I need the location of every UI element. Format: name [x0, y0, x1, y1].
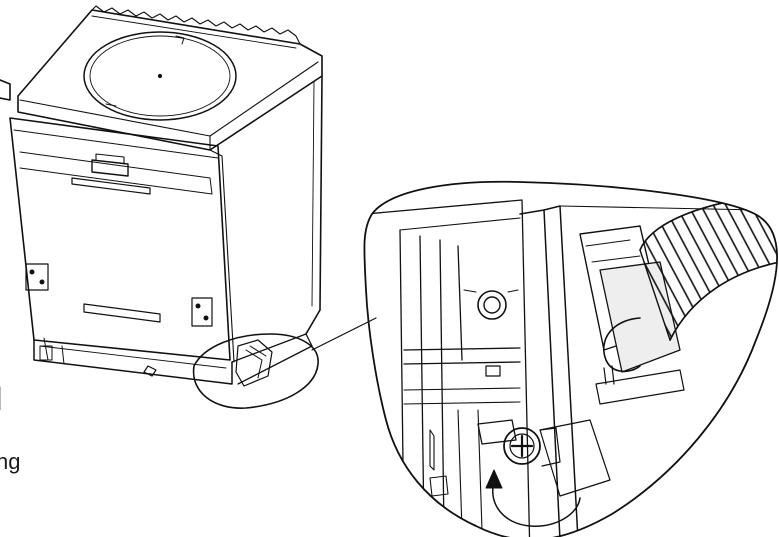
upper-door-slot: [71, 177, 151, 195]
top-round-panel: [83, 31, 237, 121]
left-edge-fragment: [0, 79, 11, 101]
door-handle: [91, 159, 129, 177]
front-door: [9, 117, 231, 361]
coil-spring: [639, 195, 778, 341]
base-kick-plate: [33, 339, 233, 385]
magnified-hinge-detail: [365, 195, 778, 537]
left-door-bracket: [25, 263, 49, 291]
lower-door-slot: [83, 303, 161, 323]
rotation-arrow: [485, 469, 581, 527]
side-panel: [305, 75, 323, 335]
cropped-text-fragment-2: ng: [0, 449, 21, 474]
mounting-boss: [477, 290, 507, 320]
magnified-detail-outline: [363, 180, 778, 537]
adjustment-screw: [477, 419, 561, 467]
cropped-text-fragment-1: I: [0, 382, 3, 416]
hinge-mechanism: [235, 339, 273, 387]
callout-leader-line: [311, 317, 377, 351]
detail-callout-circle: [192, 333, 319, 409]
dishwasher-appliance: [0, 5, 323, 387]
spring-hook: [603, 317, 641, 373]
top-rim: [91, 5, 301, 45]
right-door-bracket: [191, 297, 213, 327]
frame-rib-vertical: [419, 235, 463, 531]
top-cover: [17, 9, 323, 151]
